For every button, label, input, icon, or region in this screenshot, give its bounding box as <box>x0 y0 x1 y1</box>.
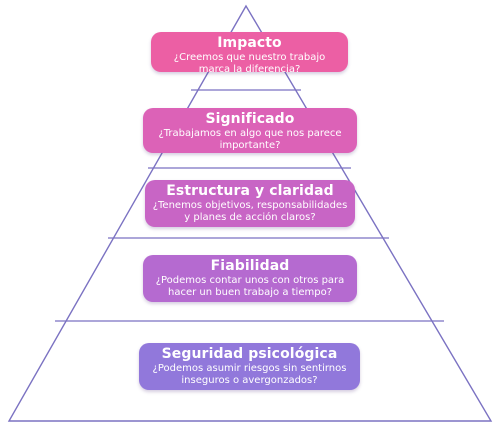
level-fiabilidad: Fiabilidad ¿Podemos contar unos con otro… <box>143 255 357 302</box>
level-title: Seguridad psicológica <box>161 346 338 362</box>
level-estructura: Estructura y claridad ¿Tenemos objetivos… <box>145 180 355 227</box>
level-question: ¿Podemos asumir riesgos sin sentirnos in… <box>152 363 347 386</box>
level-question: ¿Trabajamos en algo que nos parece impor… <box>158 128 342 151</box>
level-significado: Significado ¿Trabajamos en algo que nos … <box>143 108 357 153</box>
level-title: Estructura y claridad <box>166 183 334 199</box>
level-question: ¿Creemos que nuestro trabajo marca la di… <box>173 52 326 75</box>
level-question: ¿Podemos contar unos con otros para hace… <box>155 275 345 298</box>
level-title: Significado <box>205 111 295 127</box>
level-impacto: Impacto ¿Creemos que nuestro trabajo mar… <box>151 32 348 75</box>
level-question: ¿Tenemos objetivos, responsabilidades y … <box>152 200 348 223</box>
level-seguridad: Seguridad psicológica ¿Podemos asumir ri… <box>139 343 360 390</box>
pyramid-triangle <box>7 4 493 422</box>
level-title: Impacto <box>217 35 282 51</box>
level-title: Fiabilidad <box>210 258 290 274</box>
